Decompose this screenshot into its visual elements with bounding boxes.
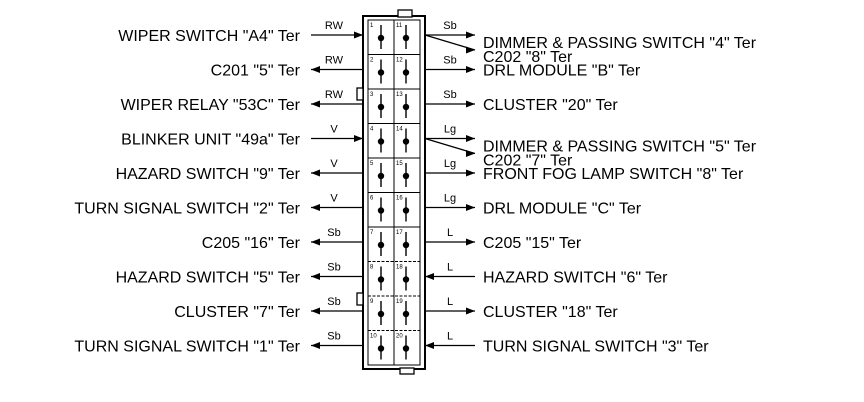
pin-number-left: 4 (370, 127, 374, 133)
wire-color-code-left: V (330, 124, 338, 136)
terminal-label-right-secondary: C202 "8" Ter (483, 49, 573, 66)
wire-arrow-right-out (466, 100, 475, 108)
terminal-label-right: HAZARD SWITCH "6" Ter (483, 270, 668, 287)
wire-color-code-left: RW (325, 89, 344, 101)
terminal-label-right: DIMMER & PASSING SWITCH "5" Ter (483, 139, 757, 156)
wire-arrow-left-out (311, 342, 320, 349)
pin-number-right: 15 (396, 161, 403, 167)
pin-number-left: 8 (370, 265, 374, 271)
wire-color-code-left: Sb (327, 331, 340, 343)
connector-bottom-latch (399, 367, 415, 375)
wire-arrow-right-in (425, 342, 434, 349)
terminal-label-right-secondary: C202 "7" Ter (483, 153, 573, 170)
connector-top-latch (397, 9, 413, 18)
wire-arrow-right-out (466, 238, 475, 246)
pin-number-left: 2 (370, 58, 374, 64)
terminal-label-left: WIPER RELAY "53C" Ter (121, 97, 301, 114)
terminal-label-right: TURN SIGNAL SWITCH "3" Ter (483, 339, 709, 356)
wire-arrow-left-out (311, 307, 320, 315)
wire-color-code-left: RW (325, 55, 344, 67)
wire-arrow-right-out (466, 169, 475, 177)
connector-side-key-upper (356, 87, 364, 101)
terminal-label-right: DIMMER & PASSING SWITCH "4" Ter (483, 35, 757, 52)
wire-arrow-left-out (311, 169, 320, 177)
wire-color-code-right: L (447, 331, 453, 343)
wire-color-code-right: Lg (444, 158, 456, 170)
wire-color-code-right: L (447, 296, 453, 308)
wire-color-code-right: Lg (444, 124, 456, 136)
wire-arrow-right-out (466, 135, 475, 142)
wire-color-code-right: Lg (444, 193, 456, 205)
wire-color-code-right: L (447, 262, 453, 274)
wire-arrow-right-branch (466, 46, 475, 54)
terminal-label-left: C201 "5" Ter (211, 63, 301, 80)
wire-arrow-left-out (311, 238, 320, 246)
wire-color-code-right: Sb (443, 55, 456, 67)
wire-arrow-left-out (311, 204, 320, 211)
wire-arrow-right-out (466, 307, 475, 315)
pin-number-right: 11 (396, 23, 403, 29)
wire-arrow-right-out (466, 66, 475, 73)
connector-side-key-lower (356, 292, 364, 306)
terminal-label-right: C205 "15" Ter (483, 235, 582, 252)
pin-number-left: 3 (370, 92, 374, 98)
wire-color-code-right: Sb (443, 89, 456, 101)
wire-arrow-left-in (354, 135, 363, 142)
terminal-label-right: CLUSTER "20" Ter (483, 97, 618, 114)
pin-number-right: 19 (396, 299, 403, 305)
wire-color-code-left: V (330, 193, 338, 205)
terminal-label-right: FRONT FOG LAMP SWITCH "8" Ter (483, 166, 744, 183)
pin-number-left: 5 (370, 161, 374, 167)
wire-arrow-right-out (466, 204, 475, 211)
pin-number-left: 7 (370, 230, 374, 236)
terminal-label-right: CLUSTER "18" Ter (483, 304, 618, 321)
pin-number-left: 6 (370, 196, 374, 202)
pin-number-right: 14 (396, 127, 403, 133)
wire-color-code-right: Sb (443, 20, 456, 32)
wire-arrow-right-in (425, 273, 434, 280)
wire-arrow-left-out (311, 100, 320, 108)
terminal-label-left: TURN SIGNAL SWITCH "1" Ter (74, 339, 300, 356)
terminal-label-right: DRL MODULE "B" Ter (483, 63, 641, 80)
pin-number-left: 9 (370, 299, 374, 305)
wire-color-code-left: Sb (327, 262, 340, 274)
wire-color-code-left: RW (325, 20, 344, 32)
pin-number-right: 12 (396, 58, 403, 64)
wire-color-code-left: V (330, 158, 338, 170)
terminal-label-left: CLUSTER "7" Ter (174, 304, 300, 321)
terminal-label-left: HAZARD SWITCH "9" Ter (116, 166, 301, 183)
terminal-label-right: DRL MODULE "C" Ter (483, 201, 642, 218)
wire-arrow-left-in (354, 31, 363, 39)
terminal-label-left: C205 "16" Ter (202, 235, 301, 252)
terminal-label-left: TURN SIGNAL SWITCH "2" Ter (74, 201, 300, 218)
terminal-label-left: WIPER SWITCH "A4" Ter (118, 28, 300, 45)
wire-arrow-left-out (311, 66, 320, 73)
pin-number-left: 1 (370, 23, 374, 29)
pin-number-right: 20 (396, 334, 403, 340)
pin-number-left: 10 (370, 334, 377, 340)
pin-number-right: 18 (396, 265, 403, 271)
wire-arrow-right-branch (466, 150, 475, 157)
wire-arrow-right-out (466, 31, 475, 39)
wire-color-code-left: Sb (327, 296, 340, 308)
pin-number-right: 16 (396, 196, 403, 202)
pin-number-right: 13 (396, 92, 403, 98)
wire-arrow-left-out (311, 273, 320, 280)
terminal-label-left: BLINKER UNIT "49a" Ter (121, 132, 301, 149)
terminal-label-left: HAZARD SWITCH "5" Ter (116, 270, 301, 287)
wire-color-code-left: Sb (327, 227, 340, 239)
wire-color-code-right: L (447, 227, 453, 239)
pin-number-right: 17 (396, 230, 403, 236)
